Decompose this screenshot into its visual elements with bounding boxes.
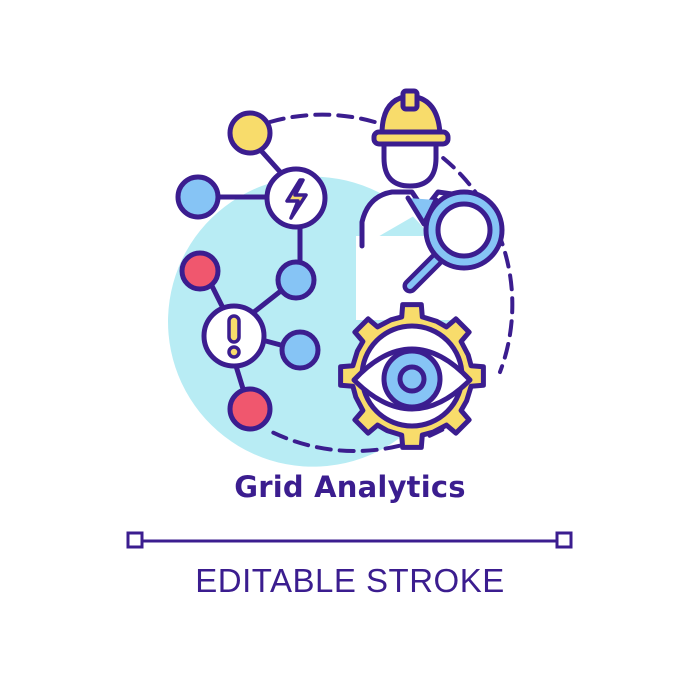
subtitle: EDITABLE STROKE bbox=[195, 562, 505, 599]
magnifying-glass-icon bbox=[402, 189, 505, 294]
exclamation-alert-icon bbox=[227, 314, 241, 359]
lightning-bolt-icon bbox=[285, 178, 308, 220]
gear-eye-icon bbox=[338, 302, 486, 450]
title: Grid Analytics bbox=[234, 470, 466, 504]
power-grid-network-icon bbox=[175, 110, 328, 432]
divider-line bbox=[126, 531, 573, 549]
